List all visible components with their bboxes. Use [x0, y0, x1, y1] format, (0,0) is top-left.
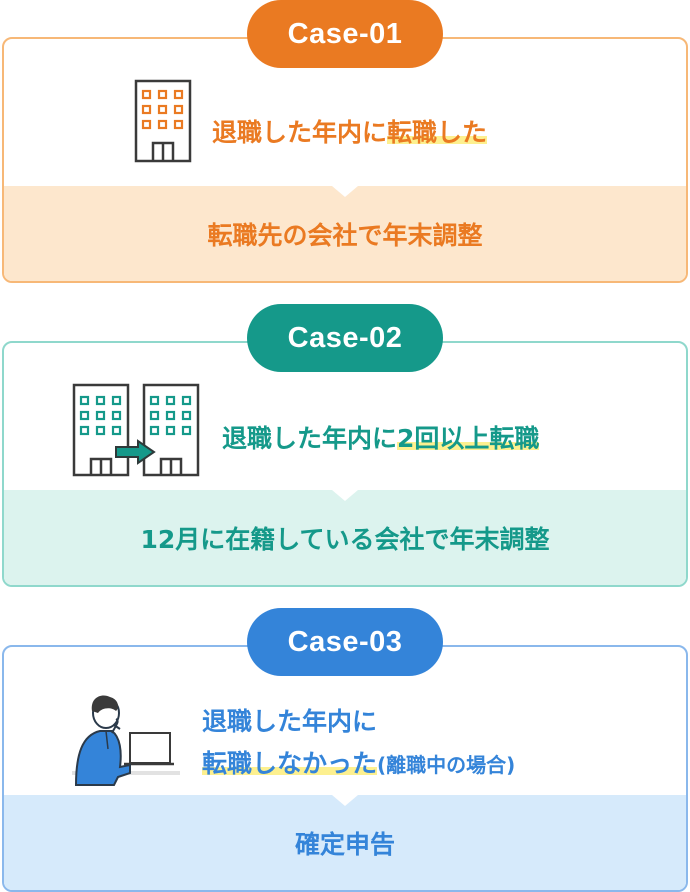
- office-building-icon: [134, 79, 192, 163]
- case-03-title: 退職した年内に 転職しなかった(離職中の場合): [202, 701, 515, 786]
- case-03-card: 退職した年内に 転職しなかった(離職中の場合) 確定申告: [2, 645, 688, 892]
- case-01-badge: Case-01: [247, 0, 443, 68]
- case-03-result-band: 確定申告: [4, 795, 686, 890]
- case-03-title-line1: 退職した年内に: [202, 707, 378, 736]
- case-02-result-band: 12月に在籍している会社で年末調整: [4, 490, 686, 585]
- case-03-title-line2: 転職しなかった(離職中の場合): [202, 743, 515, 786]
- case-02-title-highlight: 2回以上転職: [397, 424, 540, 453]
- thinking-person-laptop-icon: [72, 695, 180, 786]
- case-02-badge: Case-02: [247, 304, 443, 372]
- case-01-title-text: 退職した年内に: [212, 118, 388, 147]
- case-02-result: 12月に在籍している会社で年末調整: [140, 524, 550, 554]
- case-02: Case-02 退職した年内に2回以上転職 12月に在籍している会社で年末調整: [0, 304, 690, 589]
- case-01: Case-01 退職した年内に転職した 転職先の会社で年末調整: [0, 0, 690, 285]
- case-01-title-highlight: 転職した: [387, 118, 488, 147]
- case-01-result-band: 転職先の会社で年末調整: [4, 186, 686, 281]
- case-02-title: 退職した年内に2回以上転職: [222, 419, 540, 455]
- case-03-title-highlight: 転職しなかった: [202, 749, 378, 778]
- notch-arrow: [332, 795, 358, 806]
- case-02-card: 退職した年内に2回以上転職 12月に在籍している会社で年末調整: [2, 341, 688, 587]
- case-03: Case-03 退職した年内に 転職しなかった(離職中の場合) 確定申告: [0, 608, 690, 892]
- case-03-title-note: (離職中の場合): [377, 753, 516, 777]
- building-transfer-icon: [72, 383, 200, 477]
- case-01-result: 転職先の会社で年末調整: [207, 220, 483, 250]
- notch-arrow: [332, 490, 358, 501]
- notch-arrow: [332, 186, 358, 197]
- case-01-title: 退職した年内に転職した: [212, 113, 488, 149]
- case-03-result: 確定申告: [294, 829, 395, 859]
- case-01-card: 退職した年内に転職した 転職先の会社で年末調整: [2, 37, 688, 283]
- case-02-title-text: 退職した年内に: [222, 424, 398, 453]
- case-03-badge: Case-03: [247, 608, 443, 676]
